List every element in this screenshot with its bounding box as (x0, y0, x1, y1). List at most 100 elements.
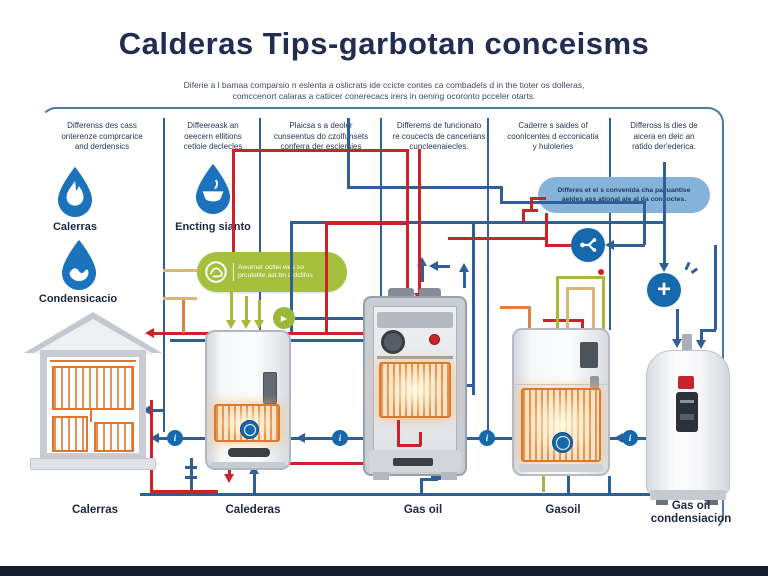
panel-line (680, 400, 694, 403)
pipe-navy (438, 265, 450, 268)
heater-foot (656, 500, 668, 505)
boiler-display-panel (263, 372, 277, 404)
info-node-3: i (479, 430, 495, 446)
water-drop-flame-icon (57, 166, 93, 218)
play-icon: ▶ (280, 313, 288, 323)
pipe-orange (500, 306, 530, 309)
boiler-bottom-flange (210, 462, 286, 468)
pipe-navy (295, 317, 363, 320)
page-subtitle: Diferie a l bamaa comparsio n eslenta a … (0, 80, 768, 102)
boiler-display-panel (580, 342, 598, 368)
inner-red-pipe (397, 420, 400, 446)
arrow-left (605, 240, 614, 250)
column-header-5: Caderre s saides of coonlcentes d ecconi… (507, 121, 599, 151)
red-dot (598, 269, 604, 275)
pipe-red (232, 149, 235, 252)
arrow-down (672, 339, 682, 348)
pipe-navy (613, 244, 645, 247)
house-illustration (24, 312, 162, 474)
brand-logo (678, 376, 694, 389)
boiler-wall-mounted (205, 330, 291, 470)
pipe-navy (700, 329, 716, 332)
pipe-red (522, 209, 525, 222)
arrow-left (150, 433, 159, 443)
arrow-down (241, 320, 251, 329)
page-title: Calderas Tips-garbotan conceisms (118, 26, 650, 61)
pipe-tan (163, 269, 197, 272)
bottom-bus-line (140, 493, 700, 496)
subtitle-line-2: comccenort calaras a catiicer conerecacs… (232, 91, 536, 101)
column-divider-2 (259, 118, 261, 333)
pipe-red (530, 197, 533, 210)
branch-splitter-node (571, 228, 605, 262)
boiler-floor-standing (512, 328, 610, 476)
arrow-down (254, 320, 264, 329)
column-header-3: Plaicsa s a deoler cunseentus do czolfun… (273, 121, 369, 151)
scribble-icon (205, 261, 227, 283)
pipe-tan (566, 287, 594, 290)
badge-divider (233, 263, 234, 281)
pipe-red (545, 244, 571, 247)
pipe-navy (500, 186, 503, 203)
boiler-foot (441, 472, 457, 480)
pipe-olive (542, 462, 545, 492)
pipe-navy (253, 474, 256, 494)
pipe-tick (185, 466, 197, 469)
legend-label-condensicacio: Condensicacio (38, 293, 118, 305)
legend-label-encting: Encting sianto (175, 221, 251, 233)
pipe-navy (347, 186, 502, 189)
pipe-navy (420, 478, 438, 481)
pipe-navy (463, 272, 466, 288)
radiator-grid-top (52, 366, 134, 410)
pipe-joint (431, 472, 442, 480)
column-divider-1 (163, 118, 165, 432)
unit-label-1: Calerras (71, 504, 119, 516)
water-heater (646, 334, 730, 505)
column-divider-3 (380, 118, 382, 300)
pipe-navy (290, 221, 293, 332)
column-divider-5 (609, 118, 611, 330)
green-badge-text: Awurnar octlei wes so prcutelite ast bn … (238, 263, 313, 280)
pipe-navy (567, 466, 570, 494)
boiler-cutaway (363, 288, 467, 482)
pipe-navy (608, 476, 611, 494)
column-header-2: Diffeereask an oeecern ellitions cetloie… (183, 121, 243, 151)
pipe-olive (230, 292, 233, 322)
subtitle-line-1: Diferie a l bamaa comparsio n eslenta a … (183, 80, 585, 90)
unit-label-4: Gasoil (545, 504, 581, 516)
pipe-olive (556, 276, 604, 279)
inner-red-pipe (419, 432, 422, 446)
info-node-1: i (167, 430, 183, 446)
pipe-olive (245, 296, 248, 322)
pipe-navy (500, 201, 645, 204)
arrow-left (142, 405, 151, 415)
pipe-red (448, 237, 546, 240)
radiator-pipe (50, 360, 136, 362)
arrow-down (226, 320, 236, 329)
boiler-vent-slot (228, 448, 270, 457)
bottom-edge-strip (0, 566, 768, 576)
diagram-border-box (40, 107, 724, 531)
info-node-4: i (622, 430, 638, 446)
panel-seam (514, 384, 608, 385)
pipe-olive (258, 300, 261, 322)
pipe-navy (676, 309, 679, 341)
inner-rail (377, 356, 453, 359)
pipe-red (545, 213, 548, 246)
pipe-navy (420, 478, 423, 494)
top-assembly-bar (377, 312, 453, 328)
column-header-4: Differems de funcionato re coucects de c… (392, 121, 486, 151)
pipe-navy (714, 245, 717, 330)
pipe-red (418, 149, 421, 295)
arrow-down (659, 263, 669, 272)
unit-label-5: Gas oil condensiacion (650, 500, 732, 525)
blue-note-badge: Differes et el s convenida cha pacuantis… (538, 177, 710, 213)
pipe-red (150, 490, 218, 493)
heat-exchanger (379, 362, 451, 418)
boiler-base (519, 464, 603, 472)
pipe-red (325, 222, 328, 333)
radiator-grid-left (52, 416, 88, 452)
green-note-badge: Awurnar octlei wes so prcutelite ast bn … (197, 252, 347, 292)
blue-badge-text: Differes et el s convenida cha pacuantis… (557, 187, 691, 203)
